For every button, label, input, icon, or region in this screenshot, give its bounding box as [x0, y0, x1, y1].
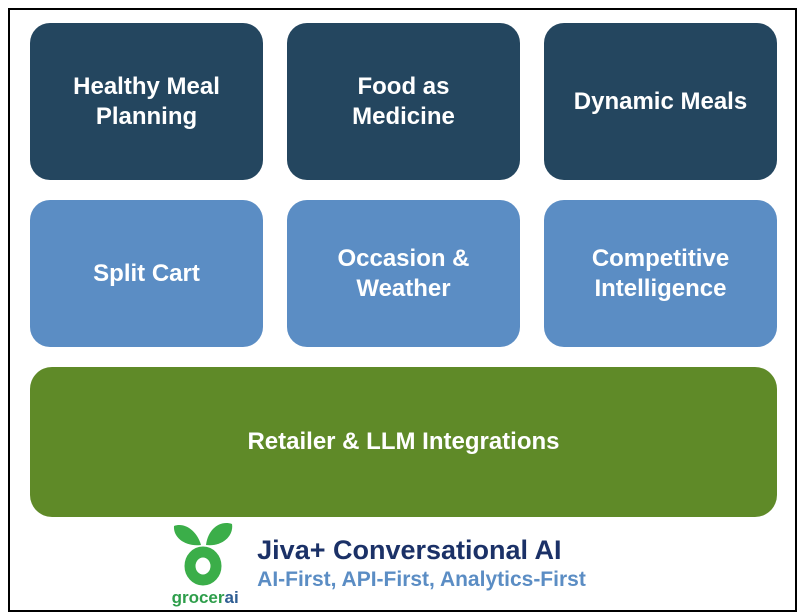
box-occasion-weather: Occasion & Weather — [287, 200, 520, 347]
box-retailer-llm-integrations: Retailer & LLM Integrations — [30, 367, 777, 517]
grocerai-wordmark: grocerai — [172, 589, 239, 606]
box-dynamic-meals: Dynamic Meals — [544, 23, 777, 180]
diagram-content: Healthy Meal Planning Food as Medicine D… — [10, 10, 795, 609]
product-subtitle: AI-First, API-First, Analytics-First — [257, 568, 586, 592]
capability-grid: Healthy Meal Planning Food as Medicine D… — [30, 23, 777, 517]
box-split-cart: Split Cart — [30, 200, 263, 347]
grocerai-logo: grocerai — [169, 521, 241, 606]
slide-frame: Healthy Meal Planning Food as Medicine D… — [8, 8, 797, 612]
box-food-as-medicine: Food as Medicine — [287, 23, 520, 180]
product-title: Jiva+ Conversational AI — [257, 534, 562, 565]
grocerai-apple-icon — [169, 521, 241, 592]
footer: grocerai Jiva+ Conversational AI AI-Firs… — [4, 517, 751, 609]
box-healthy-meal-planning: Healthy Meal Planning — [30, 23, 263, 180]
box-competitive-intelligence: Competitive Intelligence — [544, 200, 777, 347]
footer-titles: Jiva+ Conversational AI AI-First, API-Fi… — [257, 534, 586, 593]
wordmark-grocer: grocer — [171, 587, 225, 607]
wordmark-ai: ai — [224, 587, 239, 607]
